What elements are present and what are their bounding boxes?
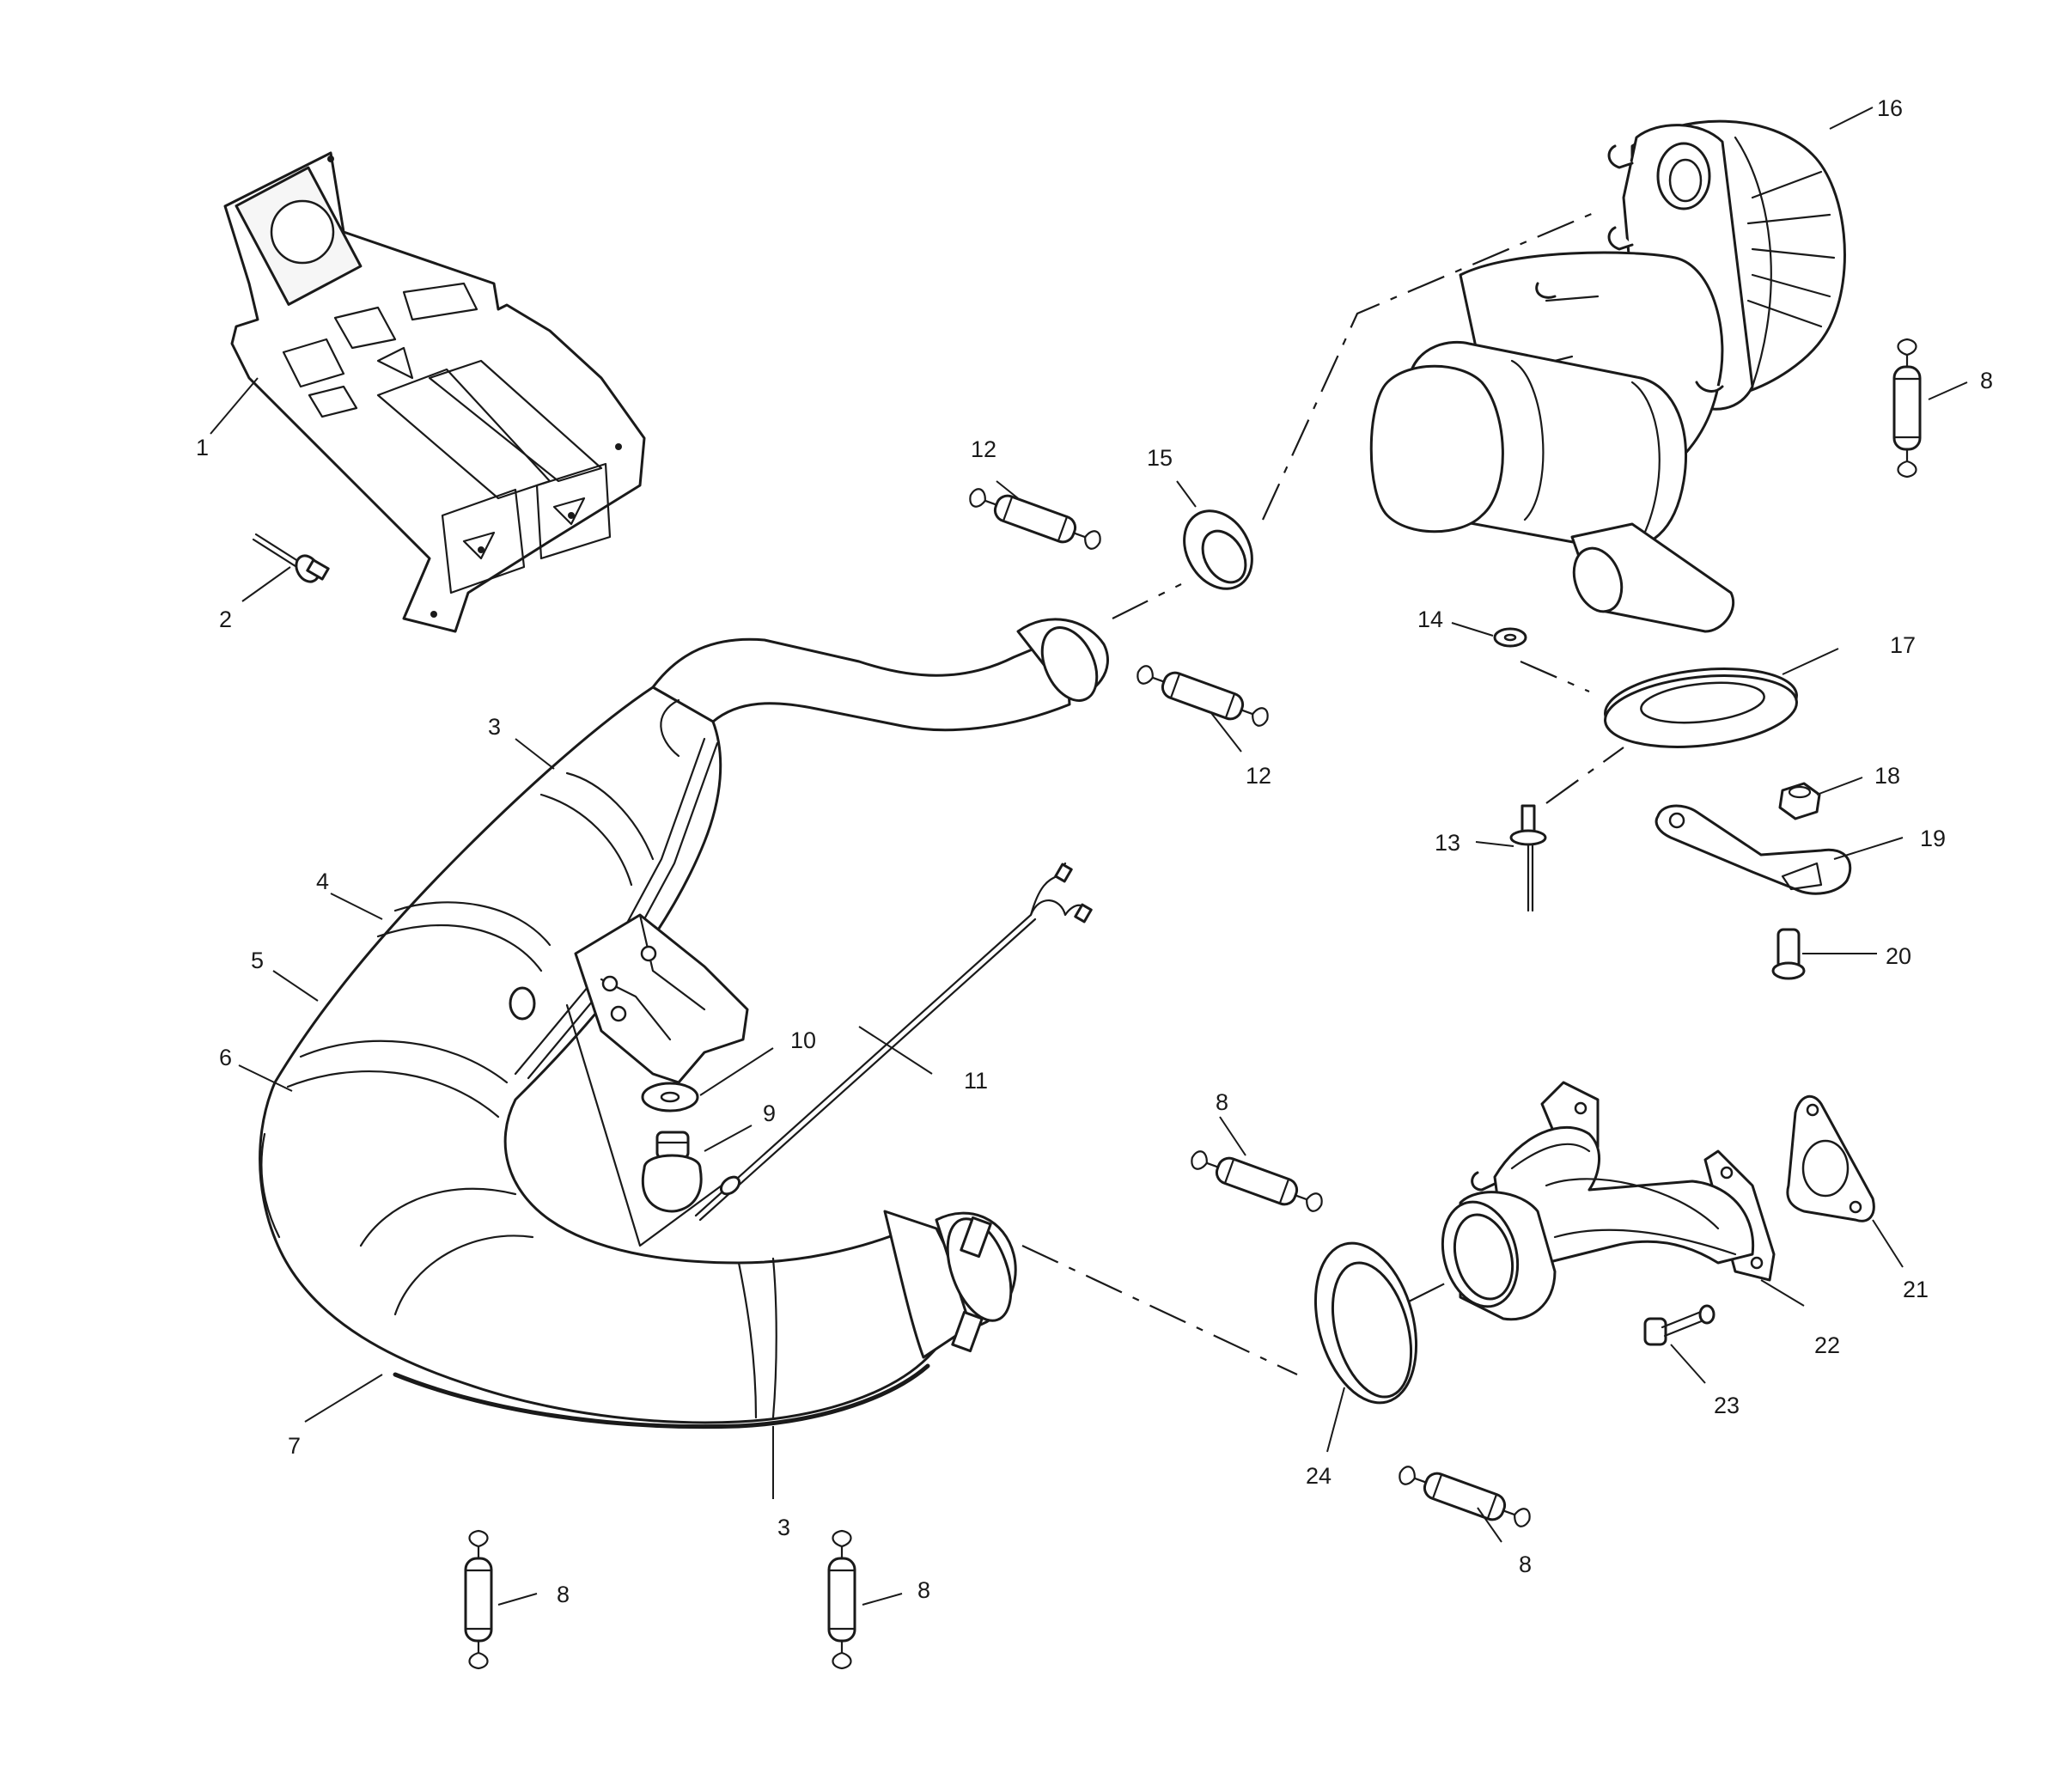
callout-5: 5 xyxy=(251,948,264,973)
callout-7: 7 xyxy=(288,1433,301,1459)
part-8-spring-bottom-left xyxy=(464,1529,493,1670)
callout-3a: 3 xyxy=(488,714,501,740)
leader-8b xyxy=(1219,1116,1246,1156)
leader-8d xyxy=(497,1593,538,1606)
phantom-washer-to-gasket xyxy=(1520,660,1590,693)
callout-8d: 8 xyxy=(557,1582,570,1607)
leader-12a xyxy=(996,480,1019,499)
callout-3b: 3 xyxy=(777,1515,790,1540)
phantom-ring24-to-manifold xyxy=(1408,1279,1453,1302)
callout-24: 24 xyxy=(1306,1463,1332,1489)
part-1-exhaust-mounting-plate xyxy=(223,151,646,633)
part-8-spring-middle xyxy=(1186,1144,1327,1218)
leader-8c xyxy=(1477,1507,1502,1543)
callout-8c: 8 xyxy=(1519,1551,1532,1577)
callout-10: 10 xyxy=(790,1027,816,1053)
part-2-rivet xyxy=(252,533,330,583)
leader-21 xyxy=(1872,1219,1904,1268)
part-8-spring-bottom-right xyxy=(1394,1460,1535,1533)
callout-23: 23 xyxy=(1714,1393,1740,1418)
expansion-chamber-pipe xyxy=(259,618,1109,1430)
callout-18: 18 xyxy=(1874,763,1900,789)
part-21-manifold-gasket xyxy=(1786,1094,1875,1222)
part-8-spring-bottom-center xyxy=(827,1529,856,1670)
part-9-grommet xyxy=(641,1131,703,1213)
leader-24 xyxy=(1326,1387,1345,1453)
part-16-muffler xyxy=(1369,119,1846,633)
callout-1: 1 xyxy=(196,435,209,460)
callout-12b: 12 xyxy=(1246,763,1271,789)
leader-12b xyxy=(1210,712,1242,753)
leader-9 xyxy=(704,1125,753,1152)
leader-13 xyxy=(1475,841,1514,847)
phantom-pipe-to-seal xyxy=(1112,583,1182,619)
callout-14: 14 xyxy=(1417,607,1443,632)
leader-1 xyxy=(210,377,259,435)
leader-2 xyxy=(241,566,291,602)
leader-10 xyxy=(699,1047,774,1096)
part-14-washer xyxy=(1493,627,1527,648)
callout-4: 4 xyxy=(316,869,329,894)
leader-6 xyxy=(238,1064,293,1092)
part-12-spring-lower xyxy=(1132,659,1273,733)
callout-12a: 12 xyxy=(971,436,996,462)
part-11-temperature-sensor xyxy=(694,862,1093,1222)
callout-8e: 8 xyxy=(917,1577,930,1603)
callout-8a: 8 xyxy=(1980,368,1993,393)
leader-5 xyxy=(272,970,319,1002)
part-12-spring-upper xyxy=(965,482,1106,556)
callout-15: 15 xyxy=(1147,445,1173,471)
callout-17: 17 xyxy=(1890,632,1916,658)
callout-20: 20 xyxy=(1886,943,1911,969)
callout-16: 16 xyxy=(1877,95,1903,121)
leader-8a xyxy=(1928,381,1968,400)
leader-18 xyxy=(1816,777,1863,796)
part-15-seal-ring xyxy=(1183,509,1253,590)
leader-17 xyxy=(1782,648,1839,675)
phantom-seal-to-muffler xyxy=(1262,209,1600,521)
callout-13: 13 xyxy=(1435,830,1460,856)
leader-15 xyxy=(1176,480,1197,508)
part-22-exhaust-manifold xyxy=(1441,1081,1776,1321)
leader-7 xyxy=(304,1374,383,1423)
callout-11: 11 xyxy=(964,1068,988,1094)
leader-8e xyxy=(862,1593,903,1606)
part-23-bolt xyxy=(1643,1304,1715,1346)
part-19-bracket xyxy=(1655,804,1852,895)
leader-11 xyxy=(858,1026,933,1075)
phantom-pipe-to-ring24 xyxy=(1021,1245,1298,1375)
callout-8b: 8 xyxy=(1216,1089,1228,1115)
leader-19 xyxy=(1833,837,1904,860)
leader-23 xyxy=(1670,1344,1706,1384)
callout-2: 2 xyxy=(219,607,232,632)
part-24-sealing-ring xyxy=(1313,1241,1418,1405)
leader-14 xyxy=(1451,622,1494,637)
part-20-bolt xyxy=(1771,928,1806,980)
callout-21: 21 xyxy=(1903,1277,1929,1302)
leader-center-marks xyxy=(565,1003,723,1247)
callout-6: 6 xyxy=(219,1045,232,1070)
leader-4 xyxy=(330,893,383,920)
part-18-nut xyxy=(1778,782,1821,820)
part-8-spring-top-right xyxy=(1892,338,1922,479)
callout-9: 9 xyxy=(763,1100,776,1126)
callout-22: 22 xyxy=(1814,1332,1840,1358)
leader-22 xyxy=(1760,1279,1805,1307)
part-13-rivet xyxy=(1509,804,1547,912)
part-10-washer xyxy=(641,1082,699,1113)
leader-3a xyxy=(515,738,555,770)
phantom-gasket-to-rivet xyxy=(1545,747,1624,804)
part-17-gasket xyxy=(1604,668,1798,748)
callout-19: 19 xyxy=(1920,826,1946,851)
leader-16 xyxy=(1829,107,1874,130)
